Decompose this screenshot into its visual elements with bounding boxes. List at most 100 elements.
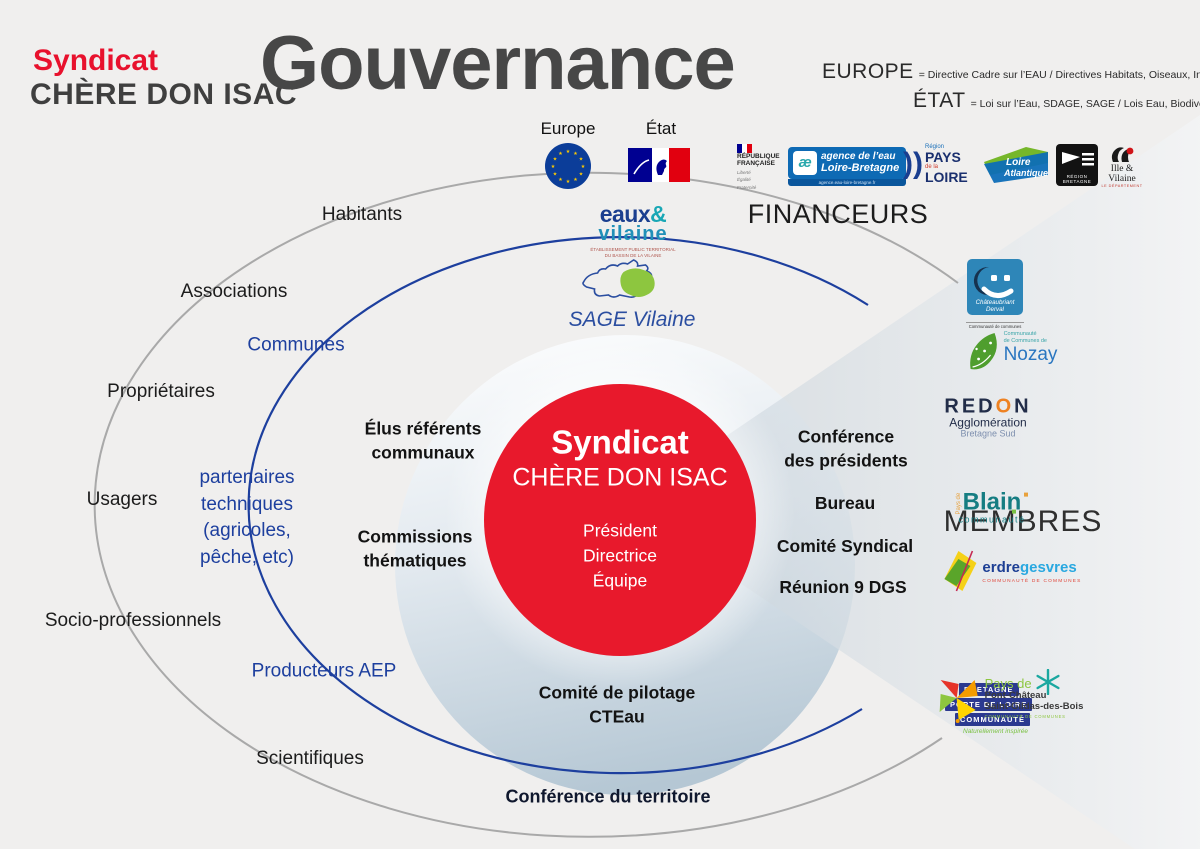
legend-etat-def: = Loi sur l’Eau, SDAGE, SAGE / Lois Eau,… bbox=[970, 98, 1200, 110]
nozay-caption2: de Communes de bbox=[1003, 337, 1047, 344]
orbit-label-communes: Communes bbox=[247, 334, 345, 356]
agence-eau-url: agence.eau-loire-bretagne.fr bbox=[788, 179, 906, 186]
page-title: Gouvernance bbox=[260, 21, 736, 106]
etat-caption: État bbox=[645, 119, 677, 138]
ille-vilaine-name: Ille & Vilaine bbox=[1108, 164, 1136, 184]
republique-motto-2: Égalité bbox=[737, 177, 751, 183]
central-role-president: Président bbox=[583, 520, 657, 541]
body-conference-territoire: Conférence du territoire bbox=[505, 786, 711, 807]
loire-atlantique-line2: Atlantique bbox=[1003, 168, 1048, 178]
redon-name-part2: N bbox=[1014, 395, 1032, 418]
brand-syndicat: Syndicat bbox=[33, 44, 159, 77]
pont-chateau-line1: Pont-Château bbox=[984, 690, 1047, 702]
svg-text:★: ★ bbox=[566, 179, 571, 185]
agence-eau-line1: agence de l’eau bbox=[821, 151, 896, 163]
ille-vilaine-caption: LE DÉPARTEMENT bbox=[1101, 184, 1143, 188]
redon-line3: Bretagne Sud bbox=[960, 428, 1016, 439]
central-title: Syndicat bbox=[551, 423, 689, 461]
nozay-leaf-icon bbox=[970, 333, 997, 370]
erdre-name: erdre bbox=[982, 558, 1020, 576]
loire-atlantique-logo: Loire Atlantique bbox=[984, 147, 1048, 183]
eu-flag-icon: ★★★ ★★★ ★★★ ★★★ bbox=[545, 143, 591, 189]
nozay-caption1: Communauté bbox=[1003, 331, 1037, 337]
agence-eau-line2: Loire-Bretagne bbox=[821, 162, 900, 175]
ille-et-vilaine-logo: Ille & Vilaine LE DÉPARTEMENT bbox=[1096, 146, 1148, 188]
legend-europe-term: EUROPE bbox=[822, 60, 914, 83]
body-comite-pilotage-cteau: Comité de pilotage CTEau bbox=[538, 682, 696, 726]
pays-loire-quotes-icon: )) bbox=[903, 147, 923, 180]
eaux-vilaine-logo: eaux& vilaine ÉTABLISSEMENT PUBLIC TERRI… bbox=[590, 203, 675, 260]
orbit-label-producteurs-aep: Producteurs AEP bbox=[251, 660, 397, 682]
body-commissions-thematiques: Commissions thématiques bbox=[357, 526, 473, 570]
orbit-label-scientifiques: Scientifiques bbox=[256, 748, 364, 769]
svg-text:★: ★ bbox=[573, 177, 578, 183]
legend-europe-def: = Directive Cadre sur l’EAU / Directives… bbox=[918, 69, 1200, 81]
republique-line2: FRANÇAISE bbox=[737, 160, 775, 168]
republique-francaise-logo: RÉPUBLIQUE FRANÇAISE Liberté Égalité Fra… bbox=[737, 144, 787, 190]
pont-chateau-caption: COMMUNAUTÉ DE COMMUNES bbox=[984, 714, 1066, 720]
orbit-label-proprietaires: Propriétaires bbox=[107, 381, 215, 402]
central-syndicat-block: Syndicat CHÈRE DON ISAC Président Direct… bbox=[485, 423, 755, 595]
loire-atlantique-line1: Loire bbox=[1006, 157, 1031, 168]
region-bretagne-logo: RÉGION BRETAGNE bbox=[1056, 144, 1098, 186]
pont-chateau-prefix: Pays de bbox=[984, 675, 1032, 691]
legend-etat: ÉTAT = Loi sur l’Eau, SDAGE, SAGE / Lois… bbox=[913, 89, 1200, 113]
pont-chateau-line2: Saint-Gildas-des-Bois bbox=[984, 701, 1084, 713]
french-state-flag-icon bbox=[628, 148, 690, 182]
central-subtitle: CHÈRE DON ISAC bbox=[512, 463, 728, 492]
pays-loire-line3: LOIRE bbox=[924, 169, 968, 185]
svg-text:★: ★ bbox=[551, 164, 556, 170]
membres-heading: MEMBRES bbox=[943, 505, 1103, 538]
central-red-circle bbox=[484, 384, 756, 656]
europe-caption: Europe bbox=[540, 119, 596, 138]
svg-text:Châteaubriant: Châteaubriant bbox=[976, 299, 1015, 306]
pays-loire-line1: PAYS bbox=[924, 149, 961, 165]
nozay-logo: Communauté de Communes de Nozay bbox=[967, 331, 1058, 373]
svg-text:★: ★ bbox=[558, 177, 563, 183]
sage-vilaine-label: SAGE Vilaine bbox=[568, 308, 696, 331]
nozay-name: Nozay bbox=[1003, 344, 1058, 366]
eaux-vilaine-caption2: DU BASSIN DE LA VILAINE bbox=[604, 253, 662, 259]
sage-vilaine-logo: SAGE Vilaine bbox=[568, 252, 696, 332]
svg-text:★: ★ bbox=[558, 151, 563, 157]
pont-chateau-saint-gildas-logo: Pays de Pont-Château Saint-Gildas-des-Bo… bbox=[933, 672, 1084, 724]
members-funnel-beam bbox=[688, 115, 1200, 849]
svg-text:★: ★ bbox=[579, 157, 584, 163]
inner-partners-arc bbox=[247, 236, 869, 775]
blain-prefix: Pays de bbox=[955, 492, 962, 515]
blain-square-accent-1 bbox=[1024, 492, 1028, 497]
eaux-vilaine-word2: vilaine bbox=[598, 223, 668, 245]
svg-text:★: ★ bbox=[553, 157, 558, 163]
erdre-gesvres-caption: COMMUNAUTÉ DE COMMUNES bbox=[982, 578, 1082, 584]
pays-de-blain-logo: Pays de Blain communauté bbox=[942, 490, 1042, 526]
republique-line1: RÉPUBLIQUE bbox=[737, 153, 780, 160]
eaux-vilaine-word1: eaux bbox=[599, 201, 651, 227]
blain-square-accent-2 bbox=[1012, 509, 1016, 514]
chateaubriant-smiley-icon: Châteaubriant Derval bbox=[967, 259, 1023, 315]
pays-loire-region: Région bbox=[924, 144, 944, 150]
agence-eau-loire-bretagne-logo: æ agence de l’eau Loire-Bretagne agence.… bbox=[788, 147, 906, 186]
orbit-label-socio-professionnels: Socio-professionnels bbox=[44, 610, 222, 631]
bpl-star-icon bbox=[1036, 668, 1060, 695]
financeurs-heading: FINANCEURS bbox=[747, 199, 929, 229]
orbit-label-habitants: Habitants bbox=[321, 204, 403, 225]
svg-text:★: ★ bbox=[573, 151, 578, 157]
chateaubriant-derval-logo: Châteaubriant Derval Communauté de commu… bbox=[945, 259, 1045, 333]
svg-text:★: ★ bbox=[581, 164, 586, 170]
pont-chateau-star-icon bbox=[939, 680, 978, 723]
redon-name-o: O bbox=[995, 395, 1015, 418]
bretagne-line2: BRETAGNE bbox=[1062, 179, 1092, 184]
erdre-gesvres-logo: erdregesvres COMMUNAUTÉ DE COMMUNES bbox=[942, 549, 1081, 593]
orbit-label-usagers: Usagers bbox=[86, 489, 158, 510]
svg-text:Derval: Derval bbox=[986, 306, 1005, 313]
blain-caption: communauté bbox=[958, 514, 1026, 525]
body-comite-syndical: Comité Syndical bbox=[776, 536, 914, 557]
gesvres-name: gesvres bbox=[1019, 558, 1077, 576]
region-pays-de-la-loire-logo: )) Région PAYS de la LOIRE bbox=[903, 144, 968, 184]
bpl-caption: Naturellement inspirée bbox=[963, 727, 1029, 735]
body-reunion-9-dgs: Réunion 9 DGS bbox=[779, 577, 907, 598]
bretagne-line1: RÉGION bbox=[1066, 174, 1088, 179]
svg-text:★: ★ bbox=[579, 172, 584, 178]
orbit-label-associations: Associations bbox=[180, 281, 288, 302]
orbit-label-partenaires-techniques: partenaires techniques (agricoles, pêche… bbox=[199, 466, 295, 568]
